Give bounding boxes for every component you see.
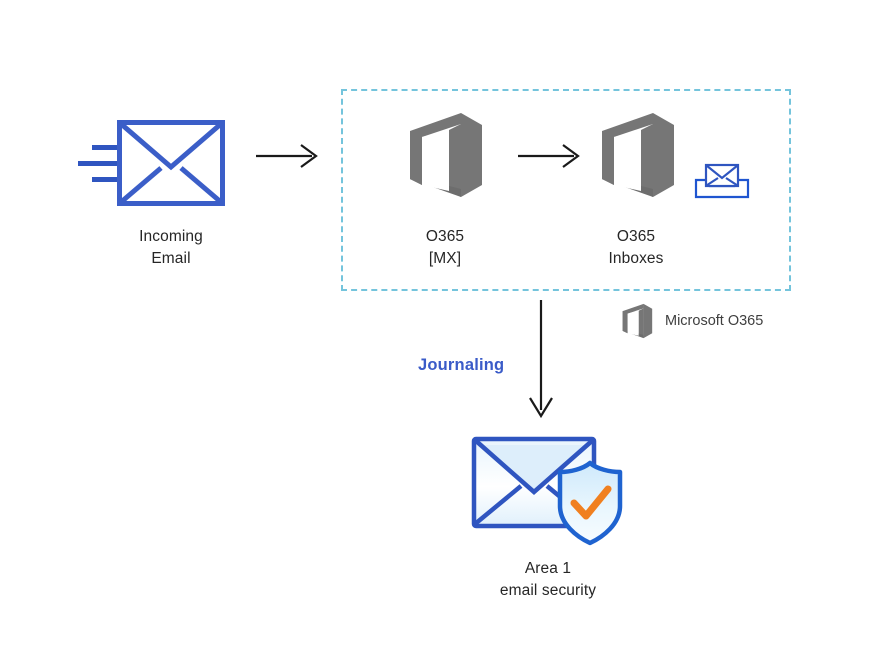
office365-logo-icon: [621, 303, 653, 339]
area1-label: Area 1 email security: [499, 560, 597, 600]
arrow-right-icon: [518, 143, 582, 169]
motion-lines-icon: [78, 142, 122, 188]
office365-boundary-zone: [341, 89, 791, 291]
incoming-email-label: Incoming Email: [139, 228, 203, 268]
envelope-shield-check-icon: [471, 434, 631, 546]
envelope-icon: [117, 120, 225, 206]
office365-logo-icon: [598, 111, 676, 199]
arrow-down-icon: [528, 300, 554, 420]
journaling-edge-label: Journaling: [418, 356, 505, 374]
inbox-tray-envelope-icon: [694, 162, 750, 200]
o365-inboxes-label: O365 Inboxes: [608, 228, 664, 268]
legend-office365-label: Microsoft O365: [665, 313, 764, 329]
arrow-right-icon: [256, 143, 320, 169]
o365-mx-label: O365 [MX]: [425, 228, 465, 268]
office365-logo-icon: [406, 111, 484, 199]
